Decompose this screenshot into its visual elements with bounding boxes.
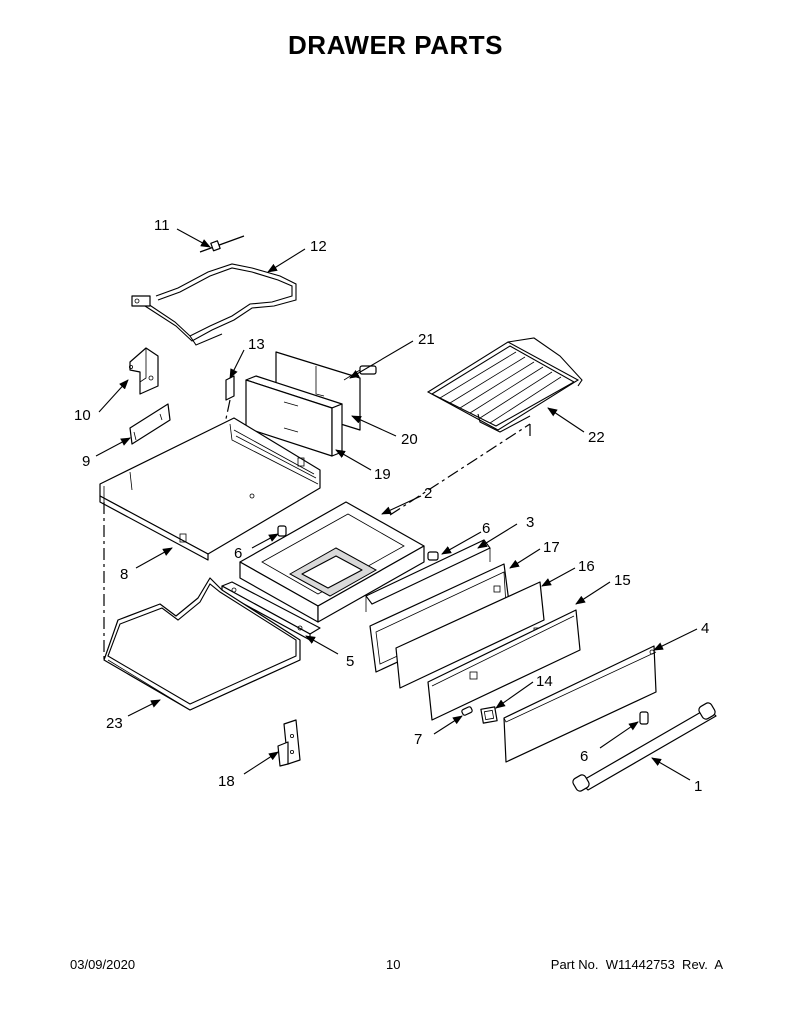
callout-16: 16 bbox=[578, 558, 595, 575]
footer-page-number: 10 bbox=[386, 957, 401, 972]
part-15-door-liner[interactable] bbox=[427, 609, 581, 721]
callout-3: 3 bbox=[526, 514, 534, 531]
part-22-wire-rack[interactable] bbox=[426, 337, 583, 433]
part-11-probe[interactable] bbox=[199, 235, 245, 253]
callout-20: 20 bbox=[401, 431, 418, 448]
callout-17: 17 bbox=[543, 539, 560, 556]
callout-6-right: 6 bbox=[482, 520, 490, 537]
part-23-bottom-frame[interactable] bbox=[103, 577, 301, 711]
callout-1: 1 bbox=[694, 778, 702, 795]
part-21-screw[interactable] bbox=[343, 365, 377, 381]
part-7-screw[interactable] bbox=[461, 706, 473, 716]
callout-7: 7 bbox=[414, 731, 422, 748]
callout-22: 22 bbox=[588, 429, 605, 446]
callout-15: 15 bbox=[614, 572, 631, 589]
page-title: DRAWER PARTS bbox=[288, 30, 503, 60]
footer-part-number: Part No. W11442753 Rev. A bbox=[550, 957, 723, 972]
callout-13: 13 bbox=[248, 336, 265, 353]
callout-19: 19 bbox=[374, 466, 391, 483]
part-12-heating-element[interactable] bbox=[131, 263, 297, 346]
part-8-drawer-body[interactable] bbox=[99, 417, 321, 561]
part-1-handle[interactable] bbox=[571, 701, 717, 792]
part-6-screw-handle[interactable] bbox=[639, 711, 649, 725]
leader-lines bbox=[95, 228, 698, 781]
part-6-screw-left[interactable] bbox=[277, 525, 287, 537]
callout-labels: 1 2 3 4 5 6 6 6 7 8 9 10 11 12 13 14 15 … bbox=[74, 217, 709, 795]
callout-14: 14 bbox=[536, 673, 553, 690]
part-2-drawer-tray[interactable] bbox=[239, 501, 425, 623]
callout-5: 5 bbox=[346, 653, 354, 670]
part-18-bracket[interactable] bbox=[277, 719, 301, 767]
part-4-outer-door[interactable] bbox=[503, 645, 657, 763]
part-6-screw-right[interactable] bbox=[427, 551, 439, 561]
callout-12: 12 bbox=[310, 238, 327, 255]
part-9-plate[interactable] bbox=[129, 403, 171, 445]
callout-8: 8 bbox=[120, 566, 128, 583]
callout-11: 11 bbox=[154, 217, 170, 234]
callout-6-left: 6 bbox=[234, 545, 242, 562]
callout-4: 4 bbox=[701, 620, 709, 637]
callout-18: 18 bbox=[218, 773, 235, 790]
callout-9: 9 bbox=[82, 453, 90, 470]
callout-21: 21 bbox=[418, 331, 435, 348]
callout-2: 2 bbox=[424, 485, 432, 502]
footer-date: 03/09/2020 bbox=[70, 957, 136, 972]
part-14-clip[interactable] bbox=[480, 706, 498, 724]
callout-23: 23 bbox=[106, 715, 123, 732]
callout-10: 10 bbox=[74, 407, 91, 424]
callout-6-handle: 6 bbox=[580, 748, 588, 765]
part-3-gasket[interactable] bbox=[365, 539, 491, 612]
part-10-bracket[interactable] bbox=[128, 347, 159, 395]
